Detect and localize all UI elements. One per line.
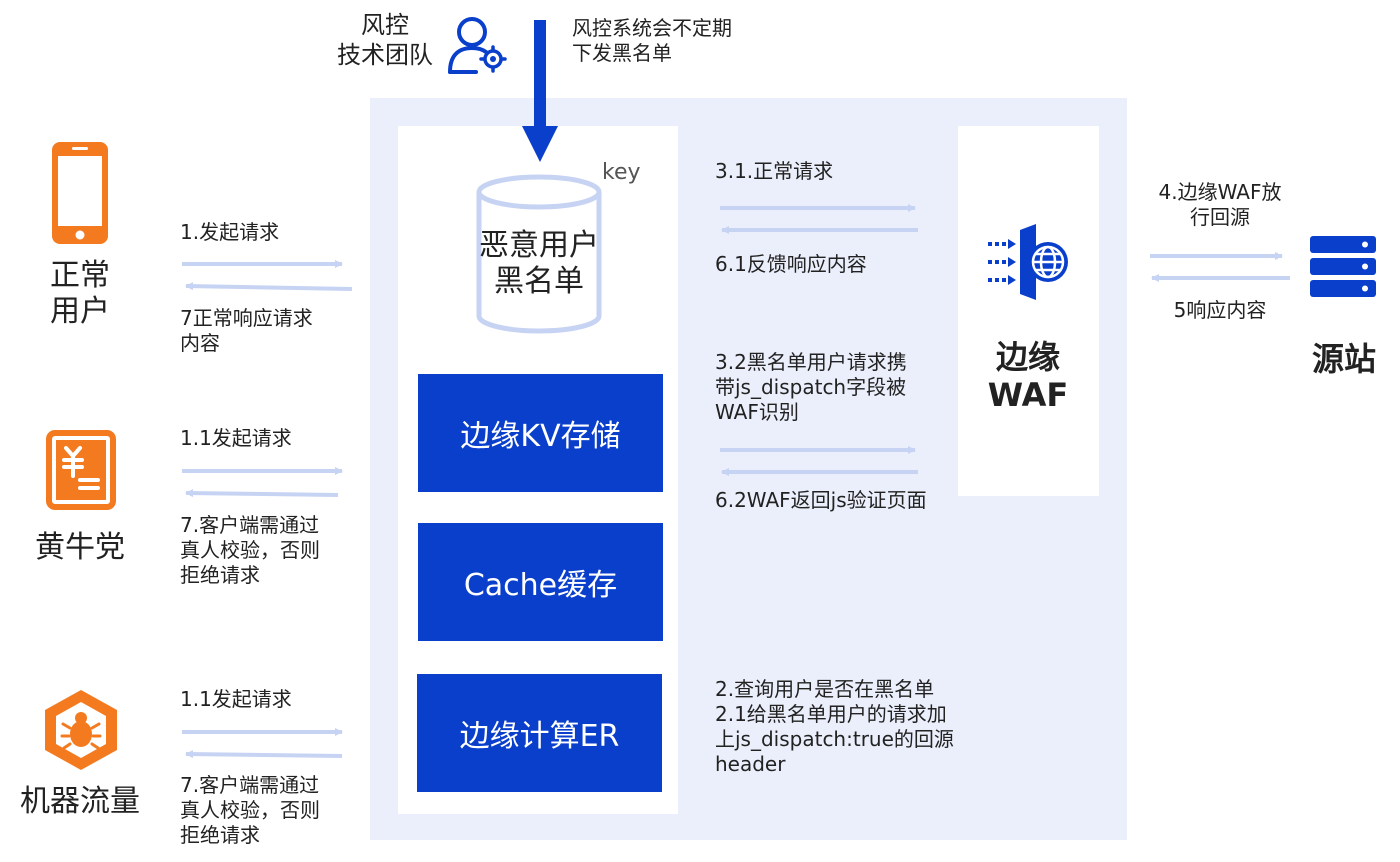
bug-icon — [45, 690, 117, 770]
edge-kv-storage-box: 边缘KV存储 — [418, 374, 663, 492]
scalper-response-label: 7.客户端需通过 真人校验，否则 拒绝请求 — [180, 513, 320, 587]
origin-label: 源站 — [1311, 340, 1376, 378]
waf-shield-icon — [988, 224, 1068, 300]
waf-column — [958, 126, 1099, 496]
edge-waf-label: 边缘 WAF — [987, 338, 1069, 414]
risk-team-label: 风控 技术团队 — [337, 11, 433, 69]
dispatch-down-arrow — [522, 20, 558, 162]
key-label: key — [602, 160, 641, 185]
normal-user-label: 正常 用户 — [50, 258, 110, 329]
normal-user-response-arrow — [185, 282, 353, 291]
server-icon — [1310, 236, 1376, 297]
normal-user-response-label: 7正常响应请求 内容 — [180, 306, 313, 355]
waf-return-label: 6.2WAF返回js验证页面 — [715, 488, 927, 512]
phone-icon — [52, 142, 108, 244]
bot-request-label: 1.1发起请求 — [180, 687, 292, 711]
origin-response-label: 5响应内容 — [1173, 298, 1267, 322]
blacklist-database-icon — [476, 174, 602, 334]
bot-response-arrow — [185, 750, 343, 759]
feedback-response-label: 6.1反馈响应内容 — [715, 252, 867, 276]
cache-box: Cache缓存 — [418, 523, 663, 641]
normal-user-request-label: 1.发起请求 — [180, 220, 280, 244]
edge-compute-er-box: 边缘计算ER — [417, 674, 662, 792]
blacklist-query-label: 2.查询用户是否在黑名单 2.1给黑名单用户的请求加 上js_dispatch:… — [715, 677, 954, 776]
edge-compute-er-label: 边缘计算ER — [459, 719, 620, 754]
normal-request-label: 3.1.正常请求 — [715, 159, 834, 183]
blacklist-database-label: 恶意用户 黑名单 — [479, 228, 599, 299]
scalper-response-arrow — [185, 489, 339, 498]
bot-response-label: 7.客户端需通过 真人校验，否则 拒绝请求 — [180, 773, 320, 847]
scalper-ticket-icon — [46, 430, 116, 510]
scalper-request-label: 1.1发起请求 — [180, 426, 292, 450]
blacklist-dispatch-note: 风控系统会不定期 下发黑名单 — [572, 16, 732, 65]
scalper-label: 黄牛党 — [35, 530, 125, 565]
edge-kv-storage-label: 边缘KV存储 — [460, 419, 621, 454]
bot-traffic-label: 机器流量 — [20, 784, 140, 819]
blacklist-request-label: 3.2黑名单用户请求携 带js_dispatch字段被 WAF识别 — [715, 350, 907, 424]
cache-label: Cache缓存 — [463, 568, 618, 603]
user-gear-icon — [448, 17, 507, 74]
waf-origin-label: 4.边缘WAF放 行回源 — [1158, 180, 1282, 229]
